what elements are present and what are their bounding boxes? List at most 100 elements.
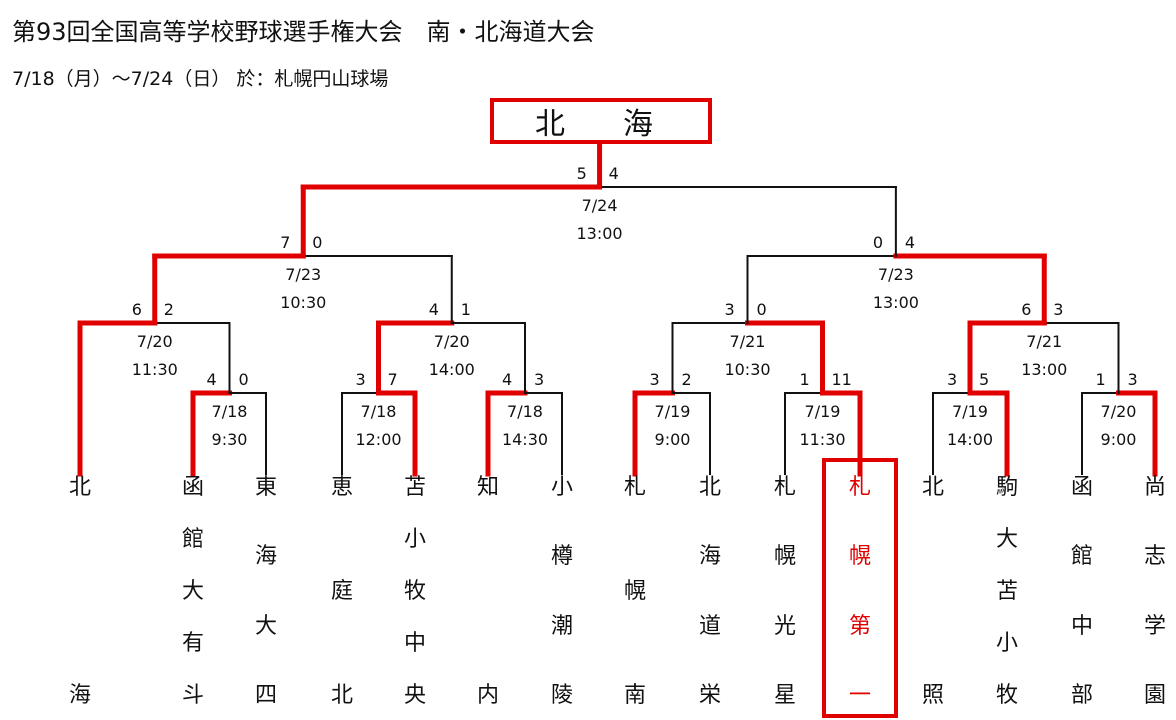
team-name-char: 幌	[623, 579, 646, 604]
team-name-char: 第	[848, 613, 871, 639]
team-t15: 尚志学園	[1135, 474, 1175, 714]
team-name-char: 潮	[550, 613, 573, 639]
game-time: 10:30	[280, 293, 327, 312]
score-left: 1	[1095, 370, 1106, 389]
score-left: 6	[1021, 300, 1032, 319]
score-left: 3	[947, 370, 958, 389]
game-date: 7/19	[952, 402, 988, 421]
score-right: 5	[979, 370, 990, 389]
score-right: 7	[387, 370, 398, 389]
score-left: 3	[724, 300, 735, 319]
team-name-char: 尚	[1143, 475, 1166, 500]
team-name-char: 恵	[330, 475, 353, 500]
team-name-char: 海	[68, 683, 91, 708]
team-name-char: 苫	[995, 579, 1018, 604]
team-name-char: 内	[476, 683, 499, 708]
team-name-char: 斗	[181, 683, 204, 708]
game-date: 7/23	[285, 265, 322, 284]
team-name-char: 札	[848, 475, 871, 500]
team-t1: 北海	[60, 474, 100, 714]
game-time: 14:00	[946, 430, 994, 449]
game-date: 7/21	[729, 332, 766, 351]
team-name-char: 館	[1070, 544, 1093, 570]
team-name-char: 小	[550, 475, 573, 500]
score-right: 4	[608, 164, 619, 183]
score-right: 2	[163, 300, 174, 319]
score-left: 7	[280, 233, 291, 252]
game-time: 9:00	[1100, 430, 1137, 449]
team-name-char: 牧	[403, 579, 426, 604]
team-t9: 北海道栄	[690, 474, 730, 714]
game-time: 13:00	[872, 293, 919, 312]
game-time: 13:00	[1021, 360, 1068, 379]
team-name-char: 有	[181, 631, 204, 656]
team-t7: 小樽潮陵	[542, 474, 582, 714]
team-name-char: 北	[698, 475, 721, 500]
team-name-char: 光	[773, 613, 796, 639]
game-time: 9:00	[654, 430, 691, 449]
score-left: 1	[799, 370, 810, 389]
game-date: 7/20	[1100, 402, 1137, 421]
game-date: 7/21	[1026, 332, 1063, 351]
team-t5: 苫小牧中央	[395, 474, 435, 714]
schedule-subtitle: 7/18（月）～7/24（日） 於：札幌円山球場	[12, 68, 389, 90]
team-name-char: 札	[773, 475, 796, 500]
game-date: 7/18	[360, 402, 397, 421]
game-time: 14:00	[428, 360, 475, 379]
score-left: 4	[206, 370, 217, 389]
team-name-char: 札	[623, 475, 646, 500]
score-left: 0	[872, 233, 884, 252]
team-name-char: 園	[1143, 683, 1166, 708]
game-time: 14:30	[501, 430, 549, 449]
team-name-char: 東	[254, 475, 277, 500]
team-t8: 札幌南	[615, 474, 655, 714]
team-t2: 函館大有斗	[173, 474, 213, 714]
team-name-char: 駒	[995, 475, 1018, 500]
team-name-char: 小	[403, 527, 426, 552]
team-t4: 恵庭北	[322, 474, 362, 714]
team-name-char: 樽	[550, 544, 573, 570]
score-right: 2	[681, 370, 692, 389]
score-right: 4	[904, 233, 916, 252]
team-name-char: 志	[1143, 544, 1166, 570]
score-left: 3	[649, 370, 660, 389]
team-t12: 北照	[913, 474, 953, 714]
team-t10: 札幌光星	[765, 474, 805, 714]
score-right: 3	[534, 370, 545, 389]
team-name-char: 大	[181, 579, 204, 604]
team-name-char: 北	[921, 475, 944, 500]
team-name-char: 幌	[848, 544, 871, 570]
team-name-char: 中	[1070, 613, 1093, 639]
score-left: 4	[428, 300, 439, 319]
score-left: 5	[576, 164, 587, 183]
team-name-char: 館	[181, 527, 204, 552]
team-name-char: 幌	[773, 544, 796, 570]
game-time: 11:30	[799, 430, 846, 449]
team-name-char: 知	[476, 475, 499, 500]
game-time: 13:00	[576, 224, 623, 243]
team-t13: 駒大苫小牧	[987, 474, 1027, 714]
team-name-char: 海	[254, 544, 277, 570]
score-right: 0	[238, 370, 249, 389]
game-date: 7/23	[877, 265, 914, 284]
team-name-char: 北	[330, 683, 353, 708]
score-right: 3	[1053, 300, 1064, 319]
game-time: 9:30	[211, 430, 248, 449]
team-name-char: 小	[995, 631, 1018, 656]
team-name-char: 学	[1143, 613, 1166, 639]
game-date: 7/19	[804, 402, 841, 421]
team-name-char: 南	[623, 683, 646, 708]
team-name-char: 北	[68, 475, 91, 500]
team-name-char: 部	[1070, 683, 1093, 708]
winner-team-box	[822, 458, 898, 718]
champion-box: 北 海	[490, 98, 712, 144]
score-left: 4	[502, 370, 513, 389]
team-name-char: 星	[773, 683, 796, 708]
team-name-char: 四	[254, 683, 277, 708]
page-title: 第93回全国高等学校野球選手権大会 南・北海道大会	[12, 18, 595, 46]
game-date: 7/20	[433, 332, 470, 351]
game-date: 7/18	[507, 402, 543, 421]
game-time: 12:00	[355, 430, 402, 449]
team-name-char: 大	[995, 527, 1018, 552]
score-left: 3	[355, 370, 366, 389]
